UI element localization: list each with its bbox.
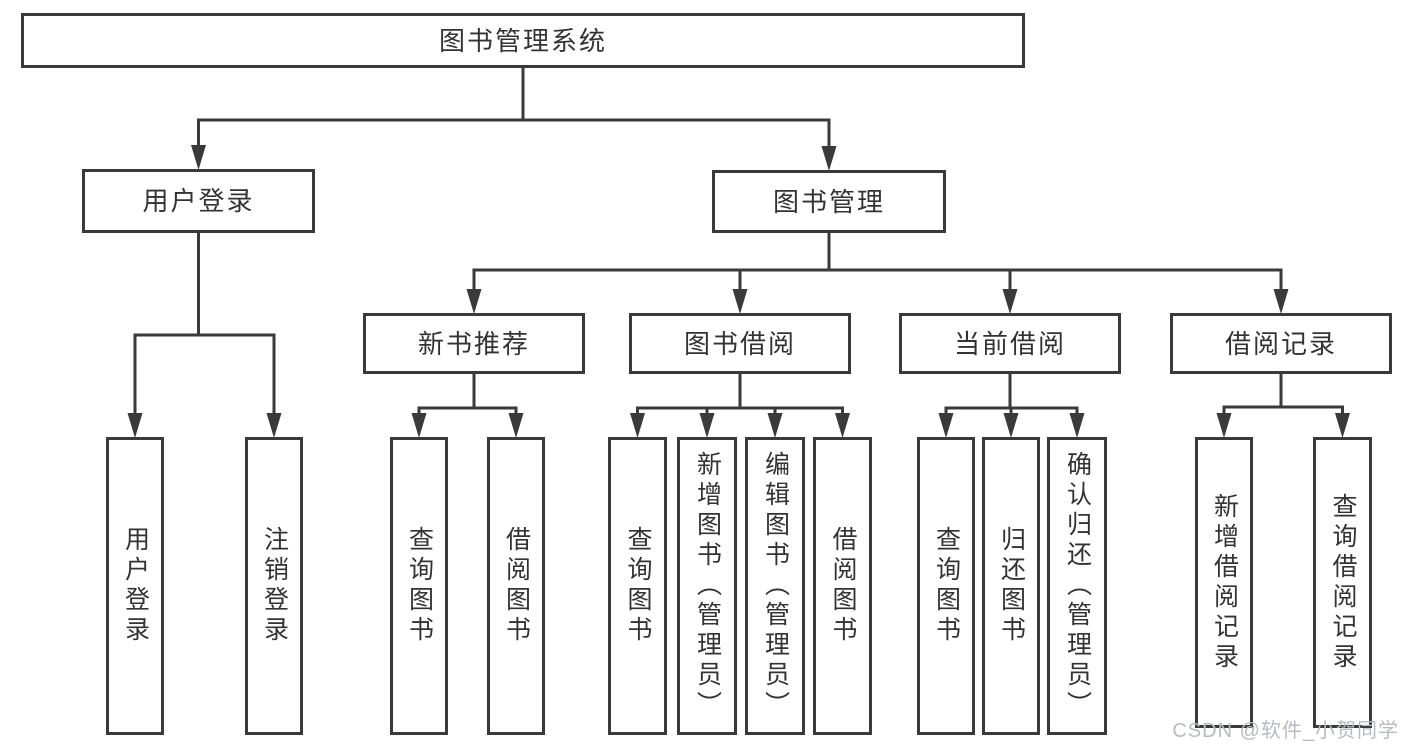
node-add-record: 新增借阅记录 [1195,437,1253,728]
node-label-borrow-book-1: 借阅图书 [502,526,531,646]
node-label-current-loans: 当前借阅 [953,328,1066,359]
node-label-login-func: 用户登录 [121,526,150,646]
node-label-query-record: 查询借阅记录 [1329,492,1357,673]
arrowhead-icon [1335,413,1350,438]
node-label-borrow-book-2: 借阅图书 [829,526,857,646]
node-borrow-book-1: 借阅图书 [487,437,545,735]
arrowhead-icon [835,413,850,438]
node-login-func: 用户登录 [106,437,164,735]
node-confirm-return: 确认归还（管理员） [1047,437,1107,735]
node-label-logout-func: 注销登录 [260,526,289,646]
node-label-loan-records: 借阅记录 [1224,328,1337,359]
arrowhead-icon [1216,413,1232,438]
node-add-book: 新增图书（管理员） [677,437,737,735]
arrowhead-icon [466,289,482,314]
node-logout-func: 注销登录 [245,437,303,735]
arrowhead-icon [938,413,954,438]
node-label-book-mgmt: 图书管理 [772,186,885,217]
node-book-borrow: 图书借阅 [629,313,851,374]
node-label-new-books: 新书推荐 [417,328,530,359]
arrowhead-icon [411,413,427,438]
watermark: CSDN @软件_小贺同学 [1172,720,1399,742]
node-label-add-record: 新增借阅记录 [1210,492,1239,673]
arrowhead-icon [127,413,143,438]
node-label-query-book-1: 查询图书 [405,526,434,646]
node-label-query-book-3: 查询图书 [932,526,961,646]
node-label-root: 图书管理系统 [438,25,607,56]
node-label-add-book: 新增图书（管理员） [693,451,722,721]
node-new-books: 新书推荐 [363,313,585,374]
node-query-book-2: 查询图书 [608,437,667,735]
node-borrow-book-2: 借阅图书 [813,437,872,735]
node-user-login: 用户登录 [82,169,315,233]
arrowhead-icon [508,413,524,438]
node-query-book-1: 查询图书 [390,437,448,735]
node-loan-records: 借阅记录 [1170,313,1392,374]
node-label-return-book: 归还图书 [997,526,1026,646]
node-current-loans: 当前借阅 [899,313,1121,374]
node-label-query-book-2: 查询图书 [624,526,652,646]
node-return-book: 归还图书 [982,437,1040,735]
node-root: 图书管理系统 [21,13,1025,68]
arrowhead-icon [1002,289,1018,314]
arrowhead-icon [191,145,206,170]
node-book-mgmt: 图书管理 [712,170,946,233]
node-label-confirm-return: 确认归还（管理员） [1063,451,1092,721]
arrowhead-icon [821,146,837,171]
node-label-book-borrow: 图书借阅 [683,328,796,359]
arrowhead-icon [1069,413,1085,438]
node-query-book-3: 查询图书 [917,437,975,735]
arrowhead-icon [630,413,645,438]
arrowhead-icon [699,413,715,438]
node-edit-book: 编辑图书（管理员） [745,437,805,735]
node-label-user-login: 用户登录 [142,186,255,216]
node-query-record: 查询借阅记录 [1313,437,1372,728]
arrowhead-icon [1273,289,1289,314]
arrowhead-icon [732,289,748,314]
arrowhead-icon [1003,413,1019,438]
arrowhead-icon [767,413,783,438]
node-label-edit-book: 编辑图书（管理员） [761,451,790,721]
arrowhead-icon [266,413,282,438]
